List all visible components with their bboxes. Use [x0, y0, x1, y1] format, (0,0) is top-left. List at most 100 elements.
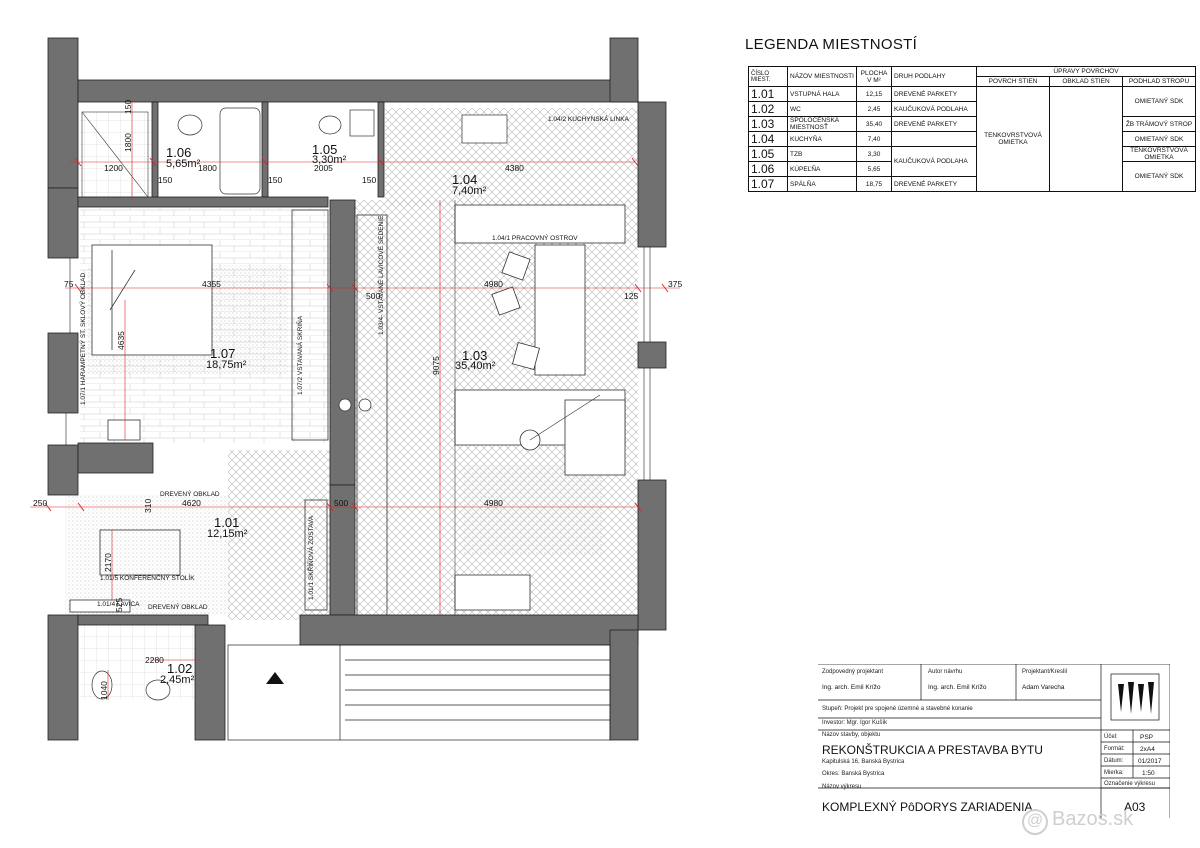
armchair-1	[501, 251, 531, 281]
legend-name: KUCHYŇA	[787, 131, 857, 147]
tb-mierka-label: Mierka:	[1104, 770, 1124, 776]
room-1-04-area: 7,40m²	[452, 185, 487, 197]
tzb-sink	[318, 115, 342, 135]
legend-ceiling: ŽB TRÁMOVÝ STROP	[1122, 116, 1196, 132]
legend-header-cislo: ČÍSLO MIEST.	[748, 66, 788, 87]
legend-name: WC	[787, 101, 857, 117]
washer	[349, 109, 375, 137]
dim-label: 375	[668, 279, 683, 289]
watermark: @Bazos.sk	[1022, 808, 1133, 835]
wall-left-2	[47, 332, 79, 414]
watermark-text: Bazos.sk	[1052, 808, 1134, 830]
tb-ucel-label: Účel:	[1104, 734, 1118, 740]
shoe-cabinet	[304, 499, 328, 611]
note-shoe-cabinet: 1.01/1 SKŘÍŇOVÁ ZOSTAVA	[308, 515, 315, 600]
wall-hall-core	[329, 484, 356, 616]
legend-header-podlaha: DRUH PODLAHY	[891, 66, 977, 87]
note-bench: 1.03/4- VSTAVANÉ LAVICOVÉ SEDENIE	[378, 215, 385, 335]
wall-right-1	[637, 101, 667, 248]
legend-floor: DREVENÉ PARKETY	[891, 176, 977, 192]
legend-title: LEGENDA MIESTNOSTÍ	[745, 36, 918, 53]
sofa-chaise	[564, 399, 626, 476]
dim-label: 150	[362, 175, 377, 185]
dim-label: 2170	[103, 553, 113, 572]
wall-top-right	[609, 37, 639, 103]
dim-label: 1800	[123, 133, 133, 152]
dim-label: 4980	[484, 279, 503, 289]
dim-label: 1040	[99, 681, 109, 700]
tb-zodpovedny-value: Ing. arch. Emil Krížo	[822, 684, 881, 691]
legend-floor: DREVENÉ PARKETY	[891, 116, 977, 132]
legend-area: 3,30	[856, 146, 892, 162]
legend-header-plocha: PLOCHA V M²	[856, 66, 892, 87]
legend-num: 1.02	[748, 101, 788, 117]
tb-zodpovedny-label: Zodpovedný projektant	[822, 669, 884, 675]
note-wood-cladding-2: DREVENÝ OBKLAD	[148, 604, 208, 611]
wall-left	[47, 187, 79, 259]
note-bench-hall: 1.01/4 LAVICA	[97, 601, 140, 608]
dining-table	[534, 244, 586, 376]
wall-top	[77, 79, 639, 103]
tb-okres: Okres: Banská Bystrica	[822, 771, 885, 777]
legend-floor: DREVENÉ PARKETY	[891, 86, 977, 102]
room-1-01-num: 1.01	[214, 515, 240, 530]
legend-area: 12,15	[856, 86, 892, 102]
room-1-07-num: 1.07	[210, 346, 236, 361]
dim-label: 4355	[202, 279, 221, 289]
tb-datum-label: Dátum:	[1104, 758, 1124, 764]
legend-table: ČÍSLO MIEST. NÁZOV MIESTNOSTI PLOCHA V M…	[748, 66, 1196, 192]
wall-bed-bottom	[77, 442, 154, 474]
wall-top-left	[47, 37, 79, 189]
legend-num: 1.06	[748, 161, 788, 177]
legend-num: 1.03	[748, 116, 788, 132]
wall-core	[329, 199, 356, 486]
sheet-number: A03	[1124, 800, 1146, 814]
armchair-3	[512, 342, 540, 370]
bath-sink	[177, 114, 203, 136]
armchair-2	[491, 286, 521, 316]
floor-bath	[80, 112, 152, 197]
tb-format-value: 2xA4	[1140, 746, 1155, 753]
legend-name: KÚPEĽŇA	[787, 161, 857, 177]
legend-name: SPOLOČENSKÁ MIESTNOSŤ	[787, 116, 857, 132]
legend-area: 5,65	[856, 161, 892, 177]
tb-nazov-stavby-label: Názov stavby, objektu	[822, 732, 881, 738]
floor-kitchen	[385, 108, 638, 206]
wall-mid-left	[77, 196, 329, 208]
legend-name: SPÁLŇA	[787, 176, 857, 192]
note-wood-cladding-1: DREVENÝ OBKLAD	[160, 491, 220, 498]
legend-area: 7,40	[856, 131, 892, 147]
legend-area: 35,40	[856, 116, 892, 132]
legend-floor: KAUČUKOVÁ PODLAHA	[891, 101, 977, 117]
legend-num: 1.01	[748, 86, 788, 102]
tb-projektant-value: Adam Varecha	[1022, 684, 1065, 691]
dim-label: 4980	[484, 498, 503, 508]
dim-label: 125	[624, 291, 639, 301]
room-1-05-area: 3,30m²	[312, 154, 347, 166]
note-coffee-table: 1.01/5 KONFERENČNÝ STOLÍK	[100, 575, 195, 582]
tb-investor: Investor: Mgr. Igor Kušík	[822, 720, 888, 726]
wc-sink	[145, 679, 171, 701]
legend-header-strop: PODHLAD STROPU	[1122, 76, 1196, 87]
title-block-frame	[818, 664, 1170, 818]
watermark-at-icon: @	[1022, 809, 1048, 835]
room-1-04-num: 1.04	[452, 172, 478, 187]
room-1-03-num: 1.03	[462, 348, 488, 363]
note-headboard: 1.07/1 HARAMPETNÝ ST. SKLOVÝ OBKLAD	[80, 272, 87, 405]
legend-name: VSTUPNÁ HALA	[787, 86, 857, 102]
legend-header-steny: POVRCH STIEN	[976, 76, 1050, 87]
legend-ceiling: TENKOVRSTVOVÁ OMIETKA	[1122, 146, 1196, 162]
tb-autor-value: Ing. arch. Emil Krížo	[928, 684, 987, 691]
floor-hall-west	[65, 495, 230, 615]
room-1-06-num: 1.06	[166, 145, 192, 160]
room-1-02-area: 2,45m²	[160, 674, 195, 686]
tv-bench	[454, 574, 531, 611]
legend-area: 2,45	[856, 101, 892, 117]
bench	[356, 214, 388, 616]
wall-bottom-right	[609, 629, 639, 741]
legend-floor	[891, 131, 977, 147]
tb-format-label: Formát:	[1104, 746, 1125, 752]
dim-label: 4635	[116, 331, 126, 350]
tb-autor-label: Autor návrhu	[928, 669, 963, 675]
room-1-06-area: 5,65m²	[166, 158, 201, 170]
